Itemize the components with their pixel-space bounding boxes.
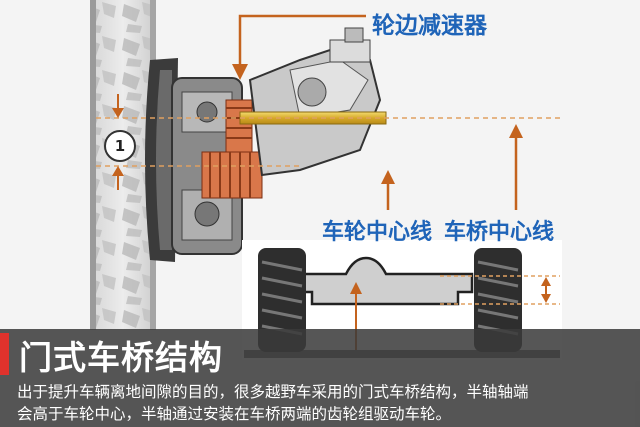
caption-text-line: 会高于车轮中心，半轴通过安装在车桥两端的齿轮组驱动车轮。: [17, 405, 452, 423]
offset-marker-badge: 1: [104, 130, 136, 162]
hub-reducer-label: 轮边减速器: [372, 13, 487, 39]
center-guide-lines: [96, 117, 560, 167]
schematic-right-wheel: [474, 248, 522, 352]
axle-housing: [248, 27, 382, 177]
center-label-arrows: [381, 124, 523, 210]
caption-title: 门式车桥结构: [19, 338, 223, 377]
schematic-left-wheel: [258, 248, 306, 352]
caption-text-line: 出于提升车辆离地间隙的目的，很多越野车采用的门式车桥结构，半轴轴端: [17, 383, 529, 401]
top-callout-arrowhead: [232, 64, 248, 80]
offset-dimension-arrows: [112, 94, 124, 190]
axle-centerline-label: 车桥中心线: [444, 220, 555, 245]
caption-accent-bar: [0, 333, 9, 375]
top-callout-arrow: [238, 14, 366, 70]
wheel-centerline-label: 车轮中心线: [322, 220, 433, 245]
hub-reduction-gears: [201, 99, 263, 199]
tire-cross-section: [90, 0, 156, 330]
caption-band: [0, 329, 640, 427]
